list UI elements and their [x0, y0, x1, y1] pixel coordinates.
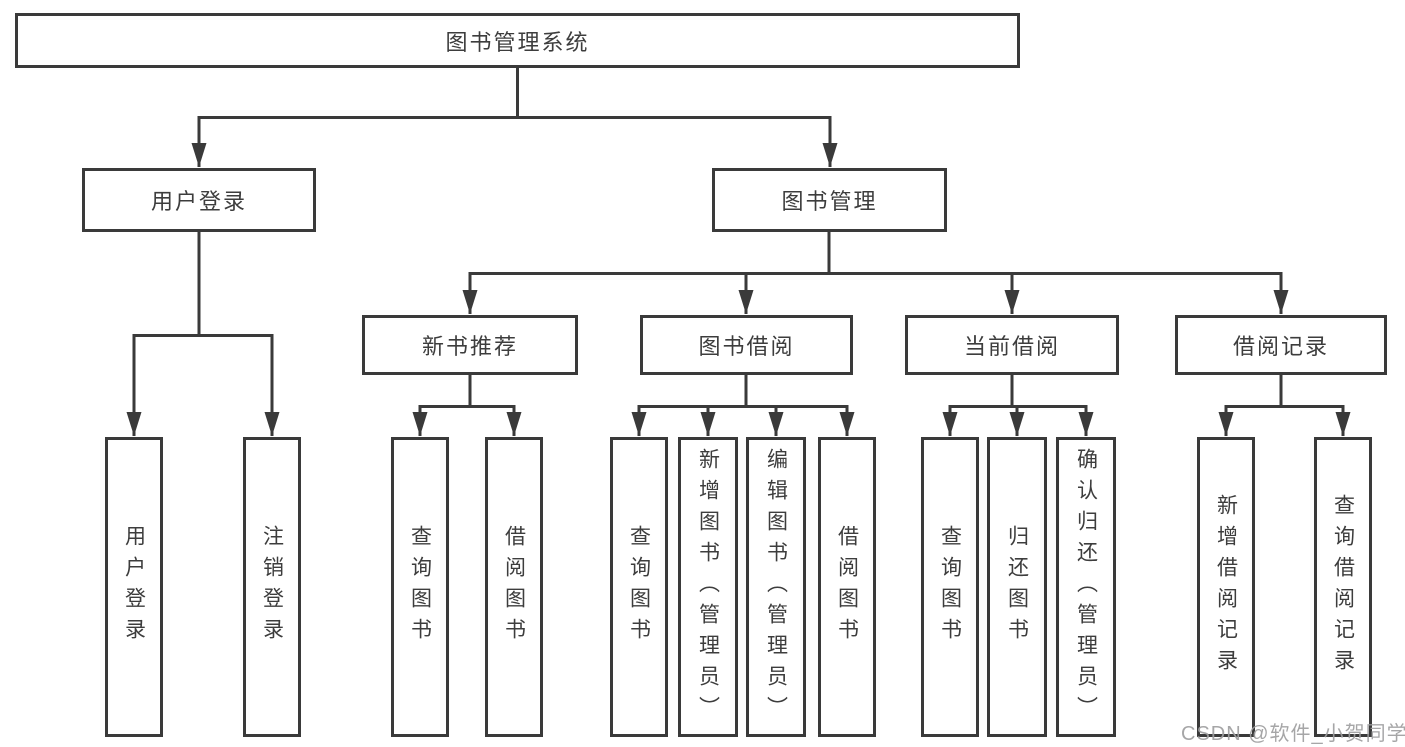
- node-user-login-label: 用户登录: [150, 189, 247, 214]
- csdn-watermark: CSDN @软件_小贺同学: [1181, 723, 1405, 745]
- leaf-borrow-book-label: 借阅图书: [835, 525, 859, 649]
- node-book-borrow: 图书借阅: [640, 315, 853, 375]
- node-root-system: 图书管理系统: [15, 13, 1020, 68]
- leaf-query-book-borrow-label: 查询图书: [627, 525, 651, 649]
- connector-current-borrow: [942, 375, 1094, 436]
- node-borrow-records: 借阅记录: [1175, 315, 1387, 375]
- leaf-logout: 注销登录: [243, 437, 301, 737]
- leaf-add-borrow-record-label: 新增借阅记录: [1214, 494, 1238, 680]
- node-new-book-recommend: 新书推荐: [362, 315, 578, 375]
- connector-borrow-records: [1218, 375, 1351, 436]
- leaf-logout-label: 注销登录: [260, 525, 284, 649]
- node-new-book-recommend-label: 新书推荐: [421, 334, 518, 359]
- node-borrow-records-label: 借阅记录: [1232, 334, 1329, 359]
- leaf-borrow-book-recommend-label: 借阅图书: [502, 525, 526, 649]
- leaf-borrow-book: 借阅图书: [818, 437, 876, 737]
- connector-book-management-branch: [462, 232, 1289, 314]
- leaf-add-book-admin-label: 新增图书（管理员）: [696, 447, 720, 727]
- node-root-label: 图书管理系统: [445, 29, 590, 55]
- leaf-borrow-book-recommend: 借阅图书: [485, 437, 543, 737]
- leaf-add-borrow-record: 新增借阅记录: [1197, 437, 1255, 737]
- leaf-query-borrow-record: 查询借阅记录: [1314, 437, 1372, 737]
- leaf-query-book-recommend: 查询图书: [391, 437, 449, 737]
- node-user-login: 用户登录: [82, 168, 316, 232]
- leaf-return-book: 归还图书: [987, 437, 1047, 737]
- leaf-query-book-current: 查询图书: [921, 437, 979, 737]
- node-book-management-label: 图书管理: [781, 189, 878, 214]
- node-book-management: 图书管理: [712, 168, 947, 232]
- node-current-borrow-label: 当前借阅: [963, 334, 1060, 359]
- leaf-query-borrow-record-label: 查询借阅记录: [1331, 494, 1355, 680]
- leaf-query-book-recommend-label: 查询图书: [408, 525, 432, 649]
- leaf-confirm-return-admin: 确认归还（管理员）: [1056, 437, 1116, 737]
- leaf-add-book-admin: 新增图书（管理员）: [678, 437, 738, 737]
- node-current-borrow: 当前借阅: [905, 315, 1119, 375]
- leaf-edit-book-admin-label: 编辑图书（管理员）: [764, 447, 788, 727]
- leaf-return-book-label: 归还图书: [1005, 525, 1029, 649]
- leaf-user-login: 用户登录: [105, 437, 163, 737]
- leaf-query-book-borrow: 查询图书: [610, 437, 668, 737]
- node-book-borrow-label: 图书借阅: [698, 334, 795, 359]
- leaf-confirm-return-admin-label: 确认归还（管理员）: [1074, 447, 1098, 727]
- leaf-edit-book-admin: 编辑图书（管理员）: [746, 437, 806, 737]
- leaf-query-book-current-label: 查询图书: [938, 525, 962, 649]
- connector-new-book-recommend: [412, 375, 522, 436]
- connector-root-to-level2: [191, 68, 838, 167]
- connector-user-login-branch: [126, 232, 280, 436]
- connector-book-borrow: [631, 375, 855, 436]
- leaf-user-login-label: 用户登录: [122, 525, 146, 649]
